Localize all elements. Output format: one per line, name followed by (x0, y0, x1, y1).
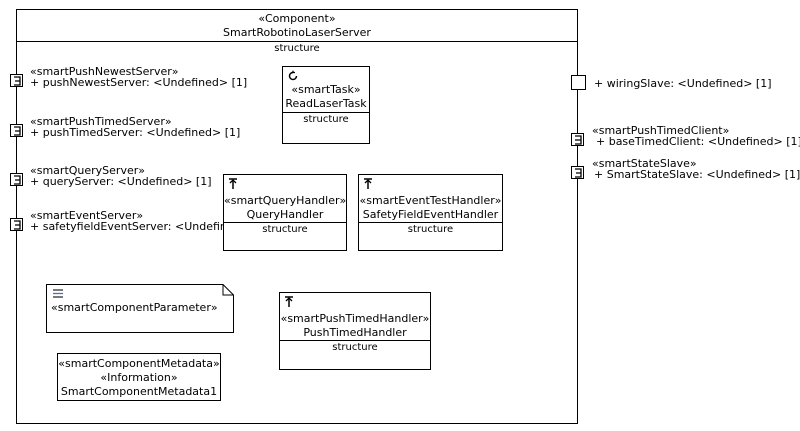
port-base-timed-client[interactable] (571, 133, 584, 146)
part-divider (224, 222, 346, 223)
component-compartment-label: structure (274, 43, 320, 54)
port-label: + baseTimedClient: <Undefined> [1] (596, 135, 800, 148)
part-divider (359, 222, 502, 223)
port-label: + queryServer: <Undefined> [1] (30, 175, 212, 188)
port-push-newest-server[interactable] (10, 74, 23, 87)
note-shape (46, 284, 234, 333)
part-compartment-label: structure (332, 342, 378, 353)
component-divider (17, 41, 577, 42)
parameter-stereotype: «smartComponentParameter» (51, 301, 218, 314)
part-name: SafetyFieldEventHandler (362, 208, 499, 221)
part-component-metadata[interactable]: «smartComponentMetadata» «Information» S… (57, 353, 221, 401)
client-port-icon (575, 135, 582, 145)
port-stereotype: «smartPushNewestServer» (30, 65, 179, 78)
port-smart-state-slave[interactable] (571, 166, 584, 179)
part-stereotype: «smartQueryHandler» (224, 194, 347, 207)
part-safety-field-event-handler[interactable]: «smartEventTestHandler» SafetyFieldEvent… (358, 174, 503, 251)
server-port-icon (14, 175, 21, 185)
server-port-icon (14, 126, 21, 136)
empty-port-icon (572, 76, 585, 89)
server-port-icon (14, 76, 21, 86)
part-compartment-label: structure (262, 224, 308, 235)
metadata-stereotype: «smartComponentMetadata» (58, 357, 220, 370)
port-query-server[interactable] (10, 173, 23, 186)
part-name: QueryHandler (246, 208, 324, 221)
port-stereotype: «smartPushTimedServer» (30, 115, 172, 128)
parameter-icon (53, 289, 63, 298)
part-compartment-label: structure (407, 224, 454, 235)
metadata-name: SmartComponentMetadata1 (60, 385, 218, 398)
port-stereotype: «smartEventServer» (30, 209, 144, 222)
part-push-timed-handler[interactable]: «smartPushTimedHandler» PushTimedHandler… (279, 292, 431, 370)
part-stereotype: «smartEventTestHandler» (359, 194, 502, 207)
part-compartment-label: structure (303, 114, 349, 125)
component-stereotype: «Component» (258, 12, 336, 25)
port-label: + safetyfieldEventServer: <Undefined> [1… (30, 220, 269, 233)
server-port-icon (575, 168, 582, 178)
port-label: + SmartStateSlave: <Undefined> [1] (594, 168, 800, 181)
port-label: + pushTimedServer: <Undefined> [1] (30, 126, 241, 139)
port-stereotype: «smartStateSlave» (592, 157, 697, 170)
part-query-handler[interactable]: «smartQueryHandler» QueryHandler structu… (223, 174, 347, 251)
port-label: + wiringSlave: <Undefined> [1] (594, 77, 772, 90)
part-divider (280, 340, 430, 341)
handler-arrow-icon (229, 178, 237, 189)
handler-arrow-icon (364, 178, 372, 189)
server-port-icon (14, 220, 21, 230)
component-name: SmartRobotinoLaserServer (223, 26, 371, 39)
port-stereotype: «smartPushTimedClient» (592, 124, 730, 137)
part-stereotype: «smartPushTimedHandler» (280, 312, 430, 325)
part-name: PushTimedHandler (303, 326, 407, 339)
port-push-timed-server[interactable] (10, 124, 23, 137)
part-read-laser-task[interactable]: «smartTask» ReadLaserTask structure (282, 66, 370, 144)
port-safetyfield-event-server[interactable] (10, 218, 23, 231)
part-component-parameter[interactable]: «smartComponentParameter» (46, 284, 234, 333)
port-wiring-slave[interactable] (571, 75, 586, 90)
port-label: + pushNewestServer: <Undefined> [1] (30, 76, 248, 89)
part-name: ReadLaserTask (285, 97, 367, 110)
loop-icon (288, 70, 298, 81)
part-stereotype: «smartTask» (291, 83, 361, 96)
part-divider (283, 112, 369, 113)
handler-arrow-icon (285, 296, 293, 307)
metadata-information-stereotype: «Information» (100, 371, 178, 384)
port-stereotype: «smartQueryServer» (30, 164, 145, 177)
